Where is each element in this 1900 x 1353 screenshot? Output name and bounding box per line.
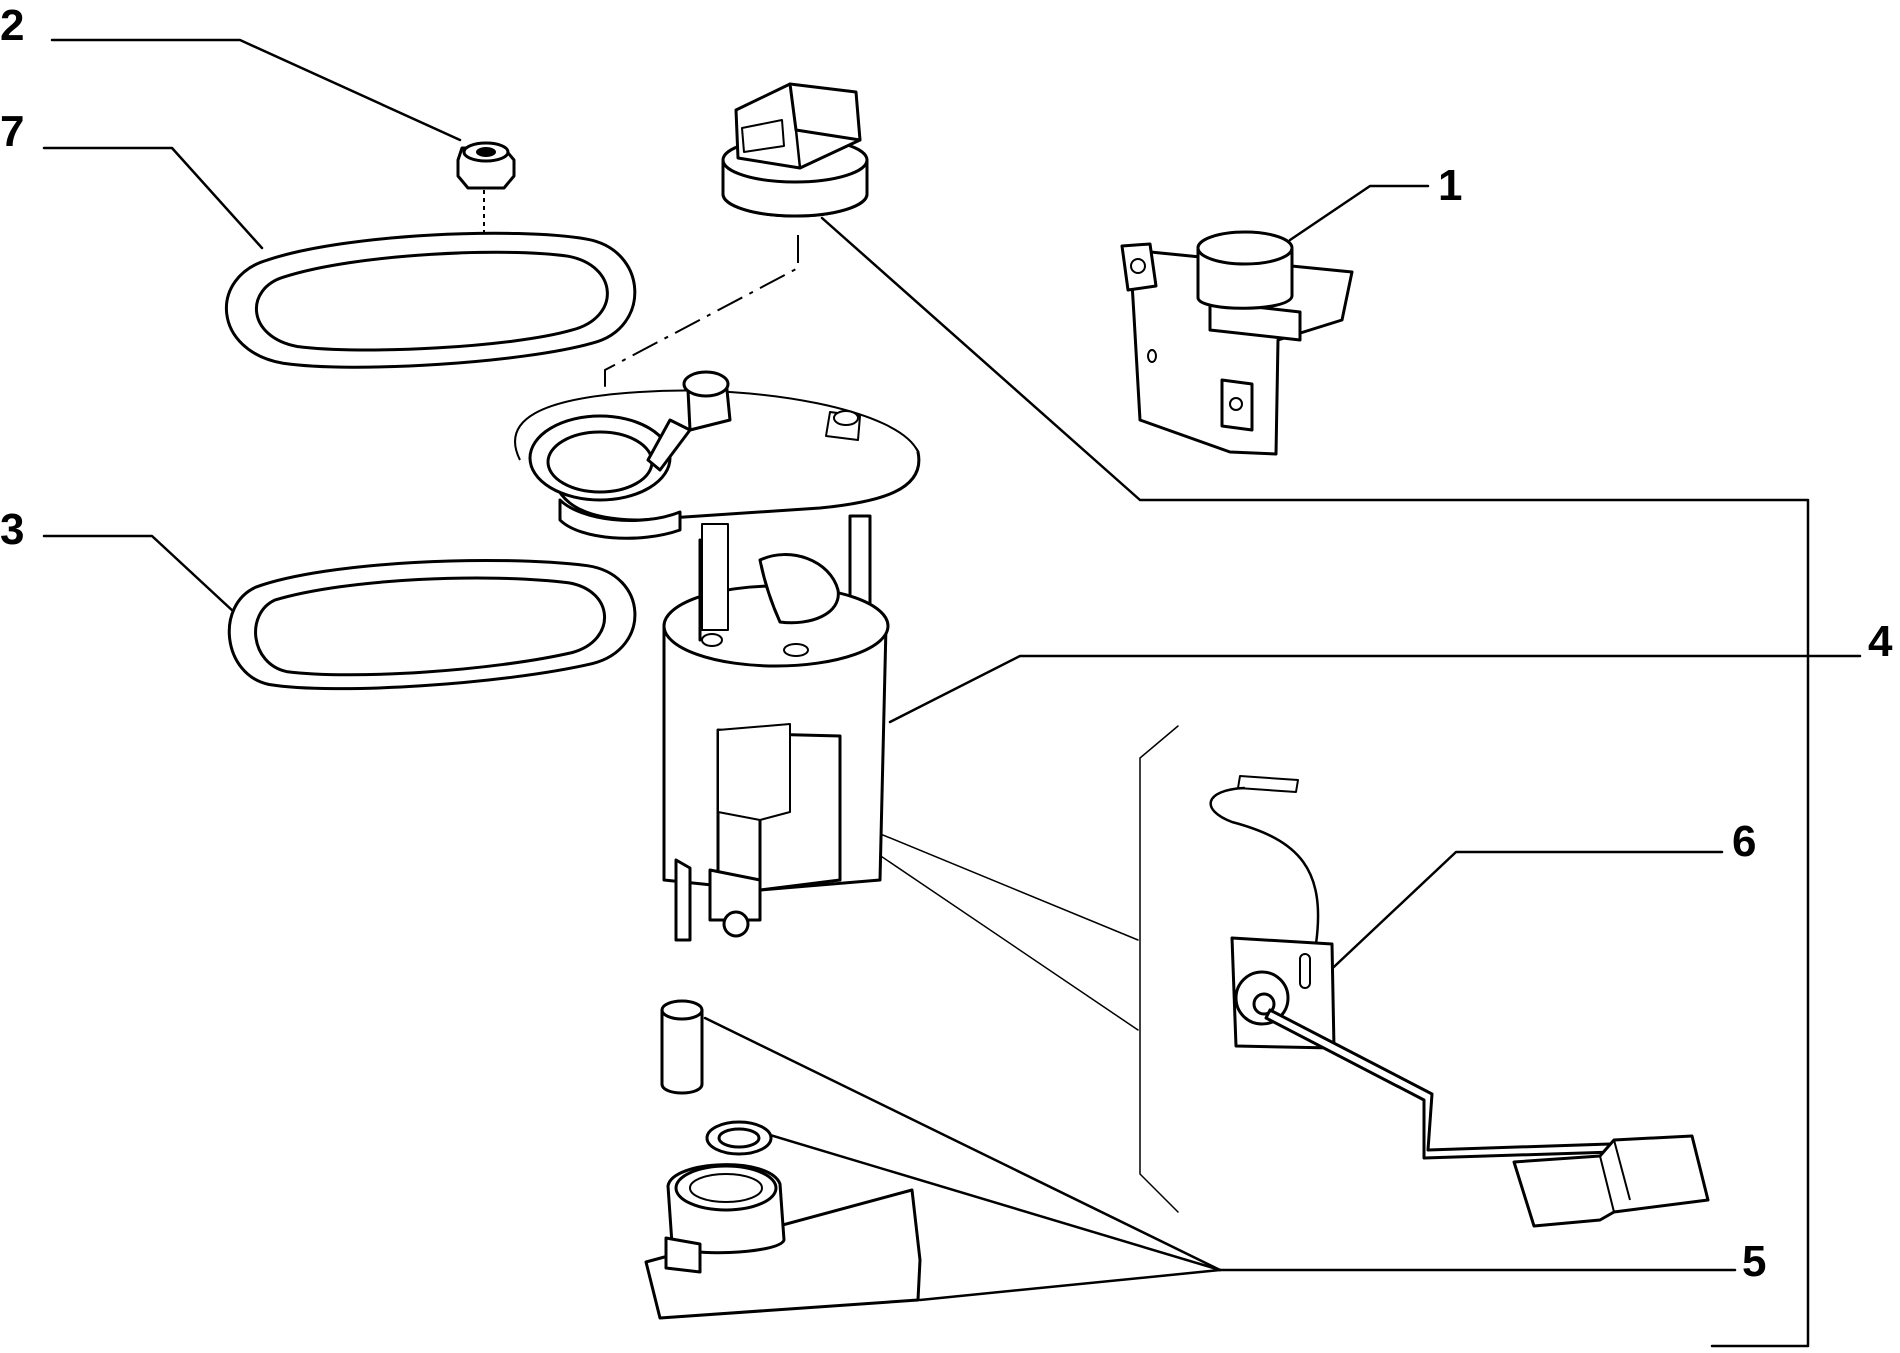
part-6-level-sender	[1209, 775, 1710, 1228]
callout-6-label: 6	[1732, 817, 1756, 866]
leader-line-1	[1288, 184, 1430, 242]
part-4-pump-assembly	[662, 514, 890, 942]
part-5-filter-set	[644, 999, 922, 1320]
leader-line-flange	[820, 216, 1810, 1348]
leader-line-5b	[758, 1130, 1222, 1272]
leader-line-5a	[703, 1016, 1222, 1272]
callout-2-label: 2	[0, 1, 24, 50]
leader-line-6	[1318, 850, 1724, 982]
callout-5-label: 5	[1742, 1237, 1766, 1286]
leader-line-3	[42, 534, 250, 627]
leader-line-2	[50, 38, 462, 142]
pump-flange	[514, 370, 921, 540]
callout-3-label: 3	[0, 505, 24, 554]
part-2-nut	[456, 141, 516, 190]
callout-1-label: 1	[1438, 161, 1462, 210]
part-3-gasket-ring	[227, 558, 637, 691]
leader-line-5c	[918, 1268, 1222, 1302]
leader-line-4	[888, 654, 1862, 724]
callout-7-label: 7	[0, 107, 24, 156]
pump-spring	[701, 523, 729, 631]
callout-4-label: 4	[1868, 617, 1893, 666]
part-7-gasket-ring	[224, 231, 637, 369]
part-1-relay	[1120, 230, 1354, 456]
sender-bracket-outline	[1139, 725, 1179, 1213]
leader-line-7	[42, 146, 264, 250]
connector-plug	[721, 82, 869, 218]
